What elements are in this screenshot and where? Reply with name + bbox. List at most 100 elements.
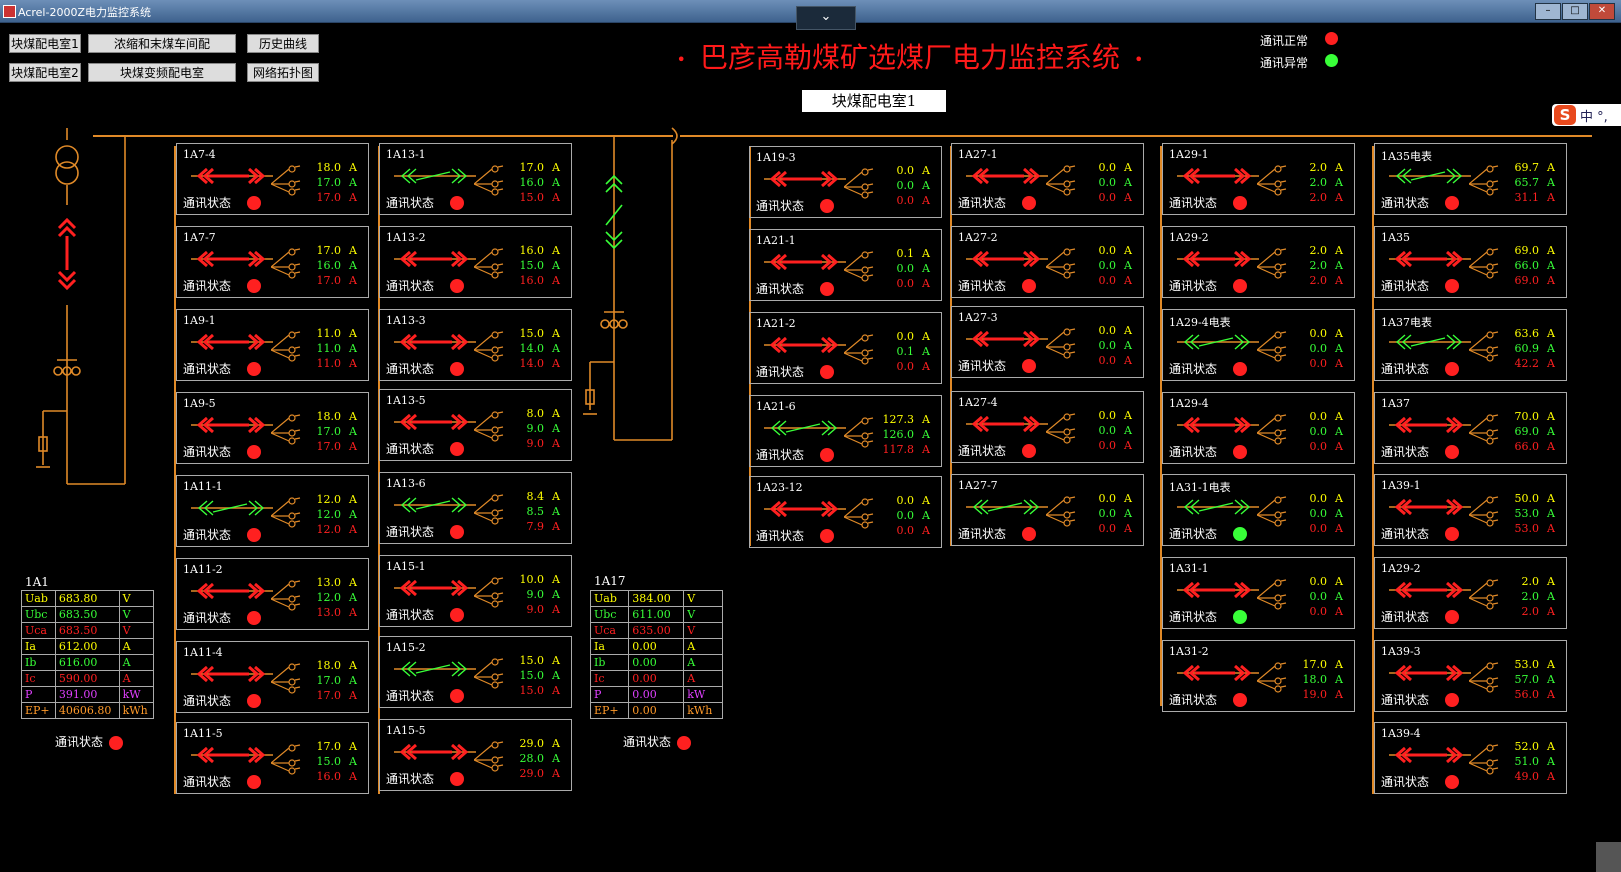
status-led — [247, 611, 261, 625]
current-transformer-icon — [271, 580, 301, 611]
nav-button-topology[interactable]: 网络拓扑图 — [247, 63, 319, 82]
nav-button-room1[interactable]: 块煤配电室1 — [9, 34, 81, 53]
panel-status: 通讯状态 — [386, 606, 464, 623]
unit-c: A — [349, 770, 357, 783]
main-busbar-right — [680, 135, 1592, 137]
title-text: 巴彦高勒煤矿选煤厂电力监控系统 — [699, 41, 1120, 74]
window-resize-corner[interactable] — [1596, 842, 1621, 872]
nav-button-concentrate[interactable]: 浓缩和末煤车间配 — [88, 34, 236, 53]
minimize-icon[interactable]: – — [1535, 3, 1561, 20]
nav-button-vfd-room[interactable]: 块煤变频配电室 — [88, 63, 236, 82]
panel-status: 通讯状态 — [386, 277, 464, 294]
unit-b: A — [552, 752, 560, 765]
panel-status: 通讯状态 — [1381, 608, 1459, 625]
breaker-switch-icon — [1389, 499, 1471, 515]
nav-button-room2[interactable]: 块煤配电室2 — [9, 63, 81, 82]
phase-a-current: 17.0 — [316, 740, 342, 753]
status-label: 通讯状态 — [1381, 775, 1430, 789]
panel-status: 通讯状态 — [1381, 773, 1459, 790]
phase-a-current: 10.0 — [519, 573, 545, 586]
current-transformer-icon — [844, 498, 874, 529]
current-transformer-icon — [474, 165, 504, 196]
unit-a: A — [552, 573, 560, 586]
panel-name: 1A37 — [1381, 397, 1410, 410]
phase-b-current: 28.0 — [519, 752, 545, 765]
nav-button-history[interactable]: 历史曲线 — [247, 34, 319, 53]
unit-b: A — [349, 176, 357, 189]
unit-a: A — [349, 659, 357, 672]
unit-c: A — [1335, 605, 1343, 618]
meter-1a17-title: 1A17 — [594, 574, 626, 588]
status-label: 通讯状态 — [183, 775, 232, 789]
panel-status: 通讯状态 — [183, 526, 261, 543]
close-icon[interactable]: ✕ — [1589, 3, 1615, 20]
current-transformer-icon — [844, 168, 874, 199]
status-label: 通讯状态 — [958, 196, 1007, 210]
panel-name: 1A27-1 — [958, 148, 998, 161]
panel-status: 通讯状态 — [756, 197, 834, 214]
phase-b-current: 51.0 — [1514, 755, 1540, 768]
phase-a-current: 0.0 — [1309, 575, 1328, 588]
unit-b: A — [922, 345, 930, 358]
ime-toolbar[interactable]: S 中 °, — [1552, 104, 1621, 126]
unit-a: A — [349, 161, 357, 174]
phase-c-current: 0.0 — [1098, 522, 1117, 535]
breaker-switch-icon — [1177, 251, 1259, 267]
status-label: 通讯状态 — [1169, 445, 1218, 459]
meter-value: 0.00 — [628, 654, 685, 671]
unit-c: A — [349, 357, 357, 370]
chevron-down-icon[interactable]: ⌄ — [796, 6, 856, 30]
current-transformer-icon — [1469, 414, 1499, 445]
maximize-icon[interactable]: □ — [1562, 3, 1588, 20]
panel-name: 1A35 — [1381, 231, 1410, 244]
status-label: 通讯状态 — [756, 199, 805, 213]
status-led — [820, 199, 834, 213]
